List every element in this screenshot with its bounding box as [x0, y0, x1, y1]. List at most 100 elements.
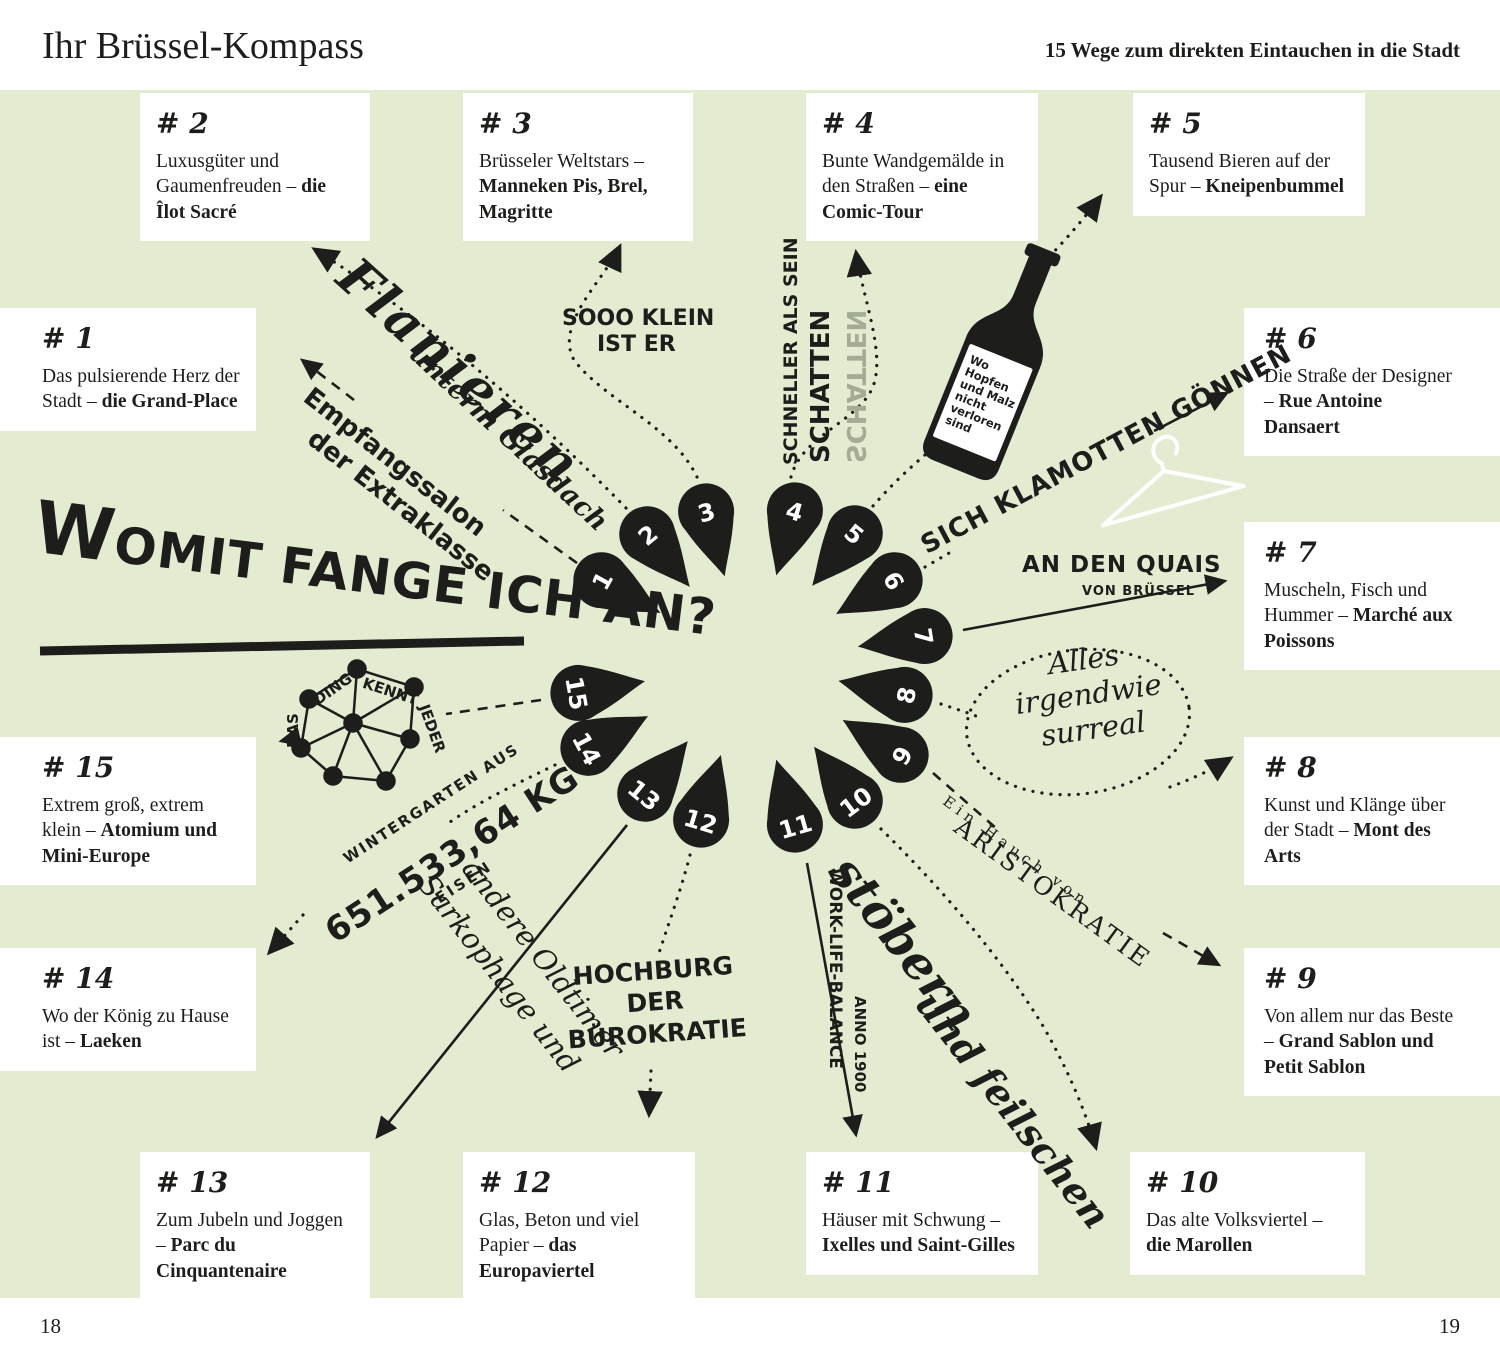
box-text: Extrem groß, extrem klein – Atomium und …	[42, 795, 217, 867]
box-text: Die Straße der Designer – Rue Antoine Da…	[1264, 366, 1452, 438]
teardrop-marker-10: 10	[814, 746, 883, 829]
ist-er-label: IST ER	[597, 332, 676, 357]
info-box-15: # 15 Extrem groß, extrem klein – Atomium…	[0, 737, 256, 886]
connector-14a	[448, 763, 557, 824]
info-box-14: # 14 Wo der König zu Hause ist – Laeken	[0, 948, 256, 1071]
teardrop-marker-4: 4	[766, 482, 823, 576]
connector-1	[302, 360, 578, 565]
connector-13	[375, 824, 629, 1140]
teardrop-marker-9: 9	[842, 719, 929, 783]
teardrop-marker-5: 5	[812, 505, 883, 586]
teardrop-markers: 1 2 3 4 5 6 7 8 9 10 11 12 13 14 15	[550, 482, 953, 853]
info-box-4: # 4 Bunte Wandgemälde in den Straßen – e…	[806, 93, 1038, 242]
green-background	[0, 90, 1500, 1298]
connector-6a	[923, 547, 958, 569]
box-number: # 3	[479, 107, 532, 140]
info-box-7: # 7 Muscheln, Fisch und Hummer – Marché …	[1244, 522, 1500, 671]
teardrop-marker-1: 1	[573, 552, 661, 613]
box-text: Wo der König zu Hause ist – Laeken	[42, 1006, 229, 1053]
connector-8b	[1168, 756, 1234, 789]
info-box-2: # 2 Luxusgüter und Gaumenfreuden – die Î…	[140, 93, 370, 242]
page-subtitle: 15 Wege zum direkten Eintauchen in die S…	[1044, 38, 1460, 62]
box-text: Luxusgüter und Gaumenfreuden – die Îlot …	[156, 151, 327, 223]
box-text: Kunst und Klänge über der Stadt – Mont d…	[1264, 795, 1446, 867]
info-box-1: # 1 Das pulsierende Herz der Stadt – die…	[0, 308, 256, 431]
page-number-right: 19	[1439, 1314, 1460, 1338]
connector-14b	[266, 913, 305, 956]
box-number: # 5	[1149, 107, 1202, 140]
info-box-3: # 3 Brüsseler Weltstars – Manneken Pis, …	[463, 93, 693, 242]
box-number: # 9	[1264, 962, 1317, 995]
box-number: # 13	[156, 1166, 229, 1199]
beer-bottle-icon: Wo Hopfen und Malz nicht verloren sind	[923, 243, 1061, 481]
box-bold: Kneipenbummel	[1205, 176, 1345, 198]
connector-5a	[865, 432, 952, 515]
box-number: # 14	[42, 962, 115, 995]
marker-number: 3	[695, 497, 719, 529]
box-bold: Ixelles und Saint-Gilles	[822, 1235, 1015, 1257]
teardrop-marker-15: 15	[550, 664, 645, 721]
box-bold: die Grand-Place	[101, 391, 238, 413]
teardrop-marker-7: 7	[857, 608, 953, 665]
connector-10	[879, 827, 1102, 1152]
teardrop-marker-8: 8	[838, 666, 933, 723]
box-bold: die Marollen	[1146, 1235, 1253, 1257]
box-bold: Grand Sablon und Petit Sablon	[1264, 1031, 1434, 1078]
box-text: Glas, Beton und viel Papier – das Europa…	[479, 1210, 640, 1282]
quais-label: AN DEN QUAIS	[1022, 552, 1222, 578]
box-bold: eine Comic-Tour	[822, 176, 968, 223]
connector-4	[789, 248, 879, 479]
info-box-8: # 8 Kunst und Klänge über der Stadt – Mo…	[1244, 737, 1500, 886]
headline-underline	[39, 636, 525, 656]
das-label: DAS	[284, 713, 302, 748]
box-number: # 4	[822, 107, 875, 140]
anno-1900-label: ANNO 1900	[851, 996, 869, 1093]
box-bold: die Îlot Sacré	[156, 176, 327, 223]
page-number-left: 18	[40, 1314, 61, 1338]
teardrop-marker-3: 3	[678, 483, 735, 577]
atomium-icon	[291, 659, 424, 791]
info-box-13: # 13 Zum Jubeln und Joggen – Parc du Cin…	[140, 1152, 370, 1301]
teardrop-marker-14: 14	[560, 716, 649, 776]
box-number: # 6	[1264, 322, 1317, 355]
box-number: # 11	[822, 1166, 895, 1199]
schatten-mirror-label: SCHATTEN	[840, 309, 870, 463]
box-number: # 2	[156, 107, 209, 140]
surreal-bubble-outline	[964, 647, 1192, 797]
box-bold: Manneken Pis, Brel, Magritte	[479, 176, 648, 223]
box-number: # 7	[1264, 536, 1317, 569]
box-text: Zum Jubeln und Joggen – Parc du Cinquant…	[156, 1210, 343, 1282]
box-number: # 8	[1264, 751, 1317, 784]
marker-number: 7	[908, 626, 938, 647]
box-text: Brüsseler Weltstars – Manneken Pis, Brel…	[479, 151, 648, 223]
info-box-10: # 10 Das alte Volksviertel – die Marolle…	[1130, 1152, 1365, 1275]
box-text: Von allem nur das Beste – Grand Sablon u…	[1264, 1006, 1454, 1078]
connector-12b	[637, 1069, 663, 1119]
box-number: # 1	[42, 322, 95, 355]
info-box-12: # 12 Glas, Beton und viel Papier – das E…	[463, 1152, 695, 1301]
marker-number: 15	[559, 674, 592, 712]
connector-11	[805, 862, 863, 1138]
page-title: Ihr Brüssel-Kompass	[42, 25, 364, 67]
von-bruessel-label: VON BRÜSSEL	[1082, 584, 1196, 599]
box-bold: das Europaviertel	[479, 1235, 595, 1282]
box-text: Muscheln, Fisch und Hummer – Marché aux …	[1264, 580, 1453, 652]
schatten-label: SCHATTEN	[806, 309, 836, 463]
connector-15	[281, 698, 542, 741]
marker-number: 8	[892, 684, 923, 706]
info-box-5: # 5 Tausend Bieren auf der Spur – Kneipe…	[1133, 93, 1365, 216]
connector-6b	[1153, 391, 1230, 433]
box-bold: Marché aux Poissons	[1264, 605, 1453, 652]
box-bold: Rue Antoine Dansaert	[1264, 391, 1383, 438]
teardrop-marker-2: 2	[619, 506, 690, 587]
schneller-label: SCHNELLER ALS SEIN	[780, 237, 802, 465]
box-number: # 12	[479, 1166, 552, 1199]
connector-12a	[657, 853, 692, 955]
connector-7	[962, 574, 1228, 632]
teardrop-marker-11: 11	[766, 759, 823, 853]
box-text: Das pulsierende Herz der Stadt – die Gra…	[42, 366, 240, 413]
box-number: # 15	[42, 751, 115, 784]
info-box-6: # 6 Die Straße der Designer – Rue Antoin…	[1244, 308, 1500, 457]
connector-9	[932, 772, 1219, 965]
